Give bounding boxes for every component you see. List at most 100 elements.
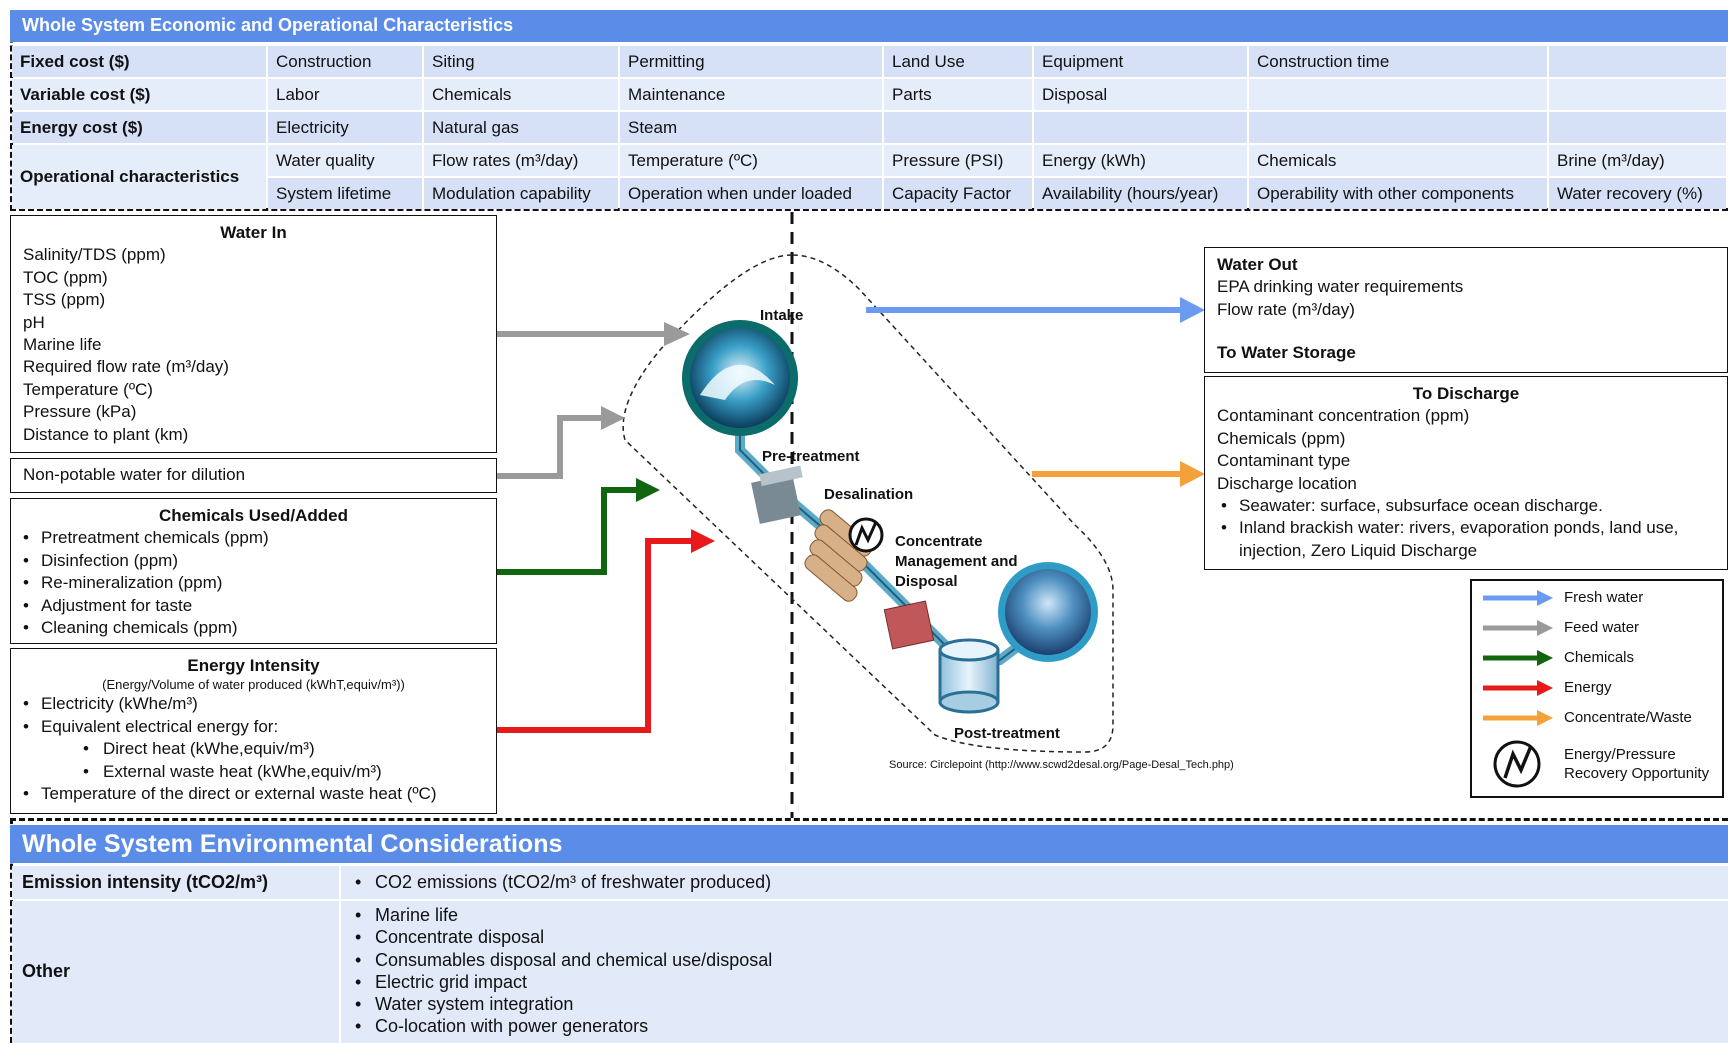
legend-item: Fresh water: [1481, 588, 1721, 618]
table-row: Fixed cost ($) Construction Siting Permi…: [12, 46, 1726, 77]
table-cell: Construction time: [1249, 46, 1547, 77]
list-item: Equivalent electrical energy for:: [19, 716, 488, 739]
list-item: Co-location with power generators: [351, 1015, 772, 1038]
table-cell: Chemicals: [424, 79, 618, 110]
table-cell: Disposal: [1034, 79, 1247, 110]
list-item: Inland brackish water: rivers, evaporati…: [1217, 517, 1715, 562]
water-in-title: Water In: [220, 223, 287, 242]
legend-label: Energy: [1564, 679, 1612, 696]
table-row: Energy cost ($) Electricity Natural gas …: [12, 112, 1726, 143]
table-cell: Steam: [620, 112, 882, 143]
feed-water-legend-arrow: [1483, 620, 1553, 636]
table-cell: [1549, 112, 1726, 143]
non-potable-arrowhead: [601, 406, 625, 430]
table-cell: Operation when under loaded: [620, 178, 882, 209]
row-label: Energy cost ($): [12, 112, 266, 143]
list-item: Consumables disposal and chemical use/di…: [351, 949, 772, 972]
table-cell: [884, 112, 1032, 143]
other-label: Other: [22, 961, 71, 981]
water-storage-label: To Water Storage: [1217, 343, 1356, 363]
emission-label-cell: [12, 866, 339, 899]
desalination-membranes: [804, 509, 873, 602]
environmental-title: Whole System Environmental Consideration…: [22, 830, 563, 858]
discharge-box: To Discharge Contaminant concentration (…: [1204, 376, 1728, 570]
other-list: Marine life Concentrate disposal Consuma…: [351, 904, 772, 1038]
row-label: Fixed cost ($): [12, 46, 266, 77]
non-potable-box: Non-potable water for dilution: [10, 458, 497, 493]
wave-crest: [700, 364, 775, 400]
list-item: Flow rate (m³/day): [1217, 299, 1355, 319]
non-potable-arrow: [497, 415, 605, 479]
list-item: Water system integration: [351, 993, 772, 1016]
list-item: Re-mineralization (ppm): [19, 572, 488, 595]
list-item: Cleaning chemicals (ppm): [19, 617, 488, 640]
chemicals-legend-arrow: [1483, 650, 1553, 666]
legend-label: Energy/Pressure Recovery Opportunity: [1564, 746, 1710, 782]
legend-item: Feed water: [1481, 618, 1721, 648]
emission-list: CO2 emissions (tCO2/m³ of freshwater pro…: [351, 871, 771, 894]
legend-label: Fresh water: [1564, 589, 1644, 606]
environmental-header: Whole System Environmental Consideration…: [10, 825, 1728, 863]
row-label: Operational characteristics: [12, 145, 266, 209]
concentrate-unit: [883, 600, 935, 650]
table-cell: [1249, 112, 1547, 143]
concentrate-arrowhead: [1180, 461, 1205, 487]
table-cell: System lifetime: [268, 178, 422, 209]
table-cell: Brine (m³/day): [1549, 145, 1726, 176]
list-item: External waste heat (kWhe,equiv/m³): [19, 761, 488, 784]
energy-recovery-icon: [848, 517, 884, 553]
table-cell: Energy (kWh): [1034, 145, 1247, 176]
table-cell: Equipment: [1034, 46, 1247, 77]
economic-title: Whole System Economic and Operational Ch…: [22, 15, 514, 35]
legend-label: Feed water: [1564, 619, 1640, 636]
legend-label: Concentrate/Waste: [1564, 709, 1692, 726]
environmental-section: [10, 818, 1728, 1043]
energy-box: Energy Intensity (Energy/Volume of water…: [10, 648, 497, 814]
table-cell: Water quality: [268, 145, 422, 176]
list-item: EPA drinking water requirements: [1217, 277, 1464, 297]
table-cell: [1549, 79, 1726, 110]
list-item: TSS (ppm): [23, 290, 106, 310]
table-cell: Operability with other components: [1249, 178, 1547, 209]
list-item: Marine life: [23, 335, 102, 355]
chemicals-title: Chemicals Used/Added: [159, 506, 348, 525]
table-row: System lifetime Modulation capability Op…: [12, 178, 1726, 209]
pretreatment-unit: [751, 465, 803, 524]
table-row: Operational characteristics Water qualit…: [12, 145, 1726, 209]
list-item: Distance to plant (km): [23, 424, 189, 444]
list-item: Direct heat (kWhe,equiv/m³): [19, 738, 488, 761]
table-cell: Construction: [268, 46, 422, 77]
water-in-box: Water In Salinity/TDS (ppm) TOC (ppm) TS…: [10, 215, 497, 453]
legend-label: Chemicals: [1564, 649, 1635, 666]
list-item: Adjustment for taste: [19, 595, 488, 618]
desalination-label: Desalination: [824, 486, 914, 503]
legend-item: Energy: [1481, 678, 1721, 708]
legend-item: Energy/Pressure Recovery Opportunity: [1481, 738, 1721, 794]
table-cell: Siting: [424, 46, 618, 77]
table-cell: Availability (hours/year): [1034, 178, 1247, 209]
list-item: Contaminant concentration (ppm): [1217, 406, 1470, 426]
list-item: pH: [23, 312, 45, 332]
water-out-box: Water Out EPA drinking water requirement…: [1204, 247, 1728, 373]
table-cell: Capacity Factor: [884, 178, 1032, 209]
list-item: Marine life: [351, 904, 772, 927]
fresh-water-arrowhead: [1180, 297, 1205, 323]
table-cell: [1249, 79, 1547, 110]
list-item: TOC (ppm): [23, 267, 108, 287]
legend: Fresh water Feed water Chemicals Energy …: [1481, 588, 1721, 794]
table-cell: [1549, 46, 1726, 77]
chemicals-arrowhead: [636, 478, 660, 502]
feed-water-arrowhead: [664, 322, 690, 346]
list-item: Contaminant type: [1217, 451, 1351, 471]
table-row: Variable cost ($) Labor Chemicals Mainte…: [12, 79, 1726, 110]
table-cell: Electricity: [268, 112, 422, 143]
list-item: Temperature (ºC): [23, 379, 153, 399]
table-cell: Pressure (PSI): [884, 145, 1032, 176]
post-treatment-tank: [938, 638, 1000, 714]
energy-subtitle: (Energy/Volume of water produced (kWhT,e…: [102, 677, 405, 693]
concentrate-label: Concentrate Management and Disposal: [895, 533, 1018, 590]
table-cell: Temperature (ºC): [620, 145, 882, 176]
table-cell: Land Use: [884, 46, 1032, 77]
economic-table: Fixed cost ($) Construction Siting Permi…: [10, 44, 1728, 211]
discharge-title: To Discharge: [1412, 384, 1520, 403]
